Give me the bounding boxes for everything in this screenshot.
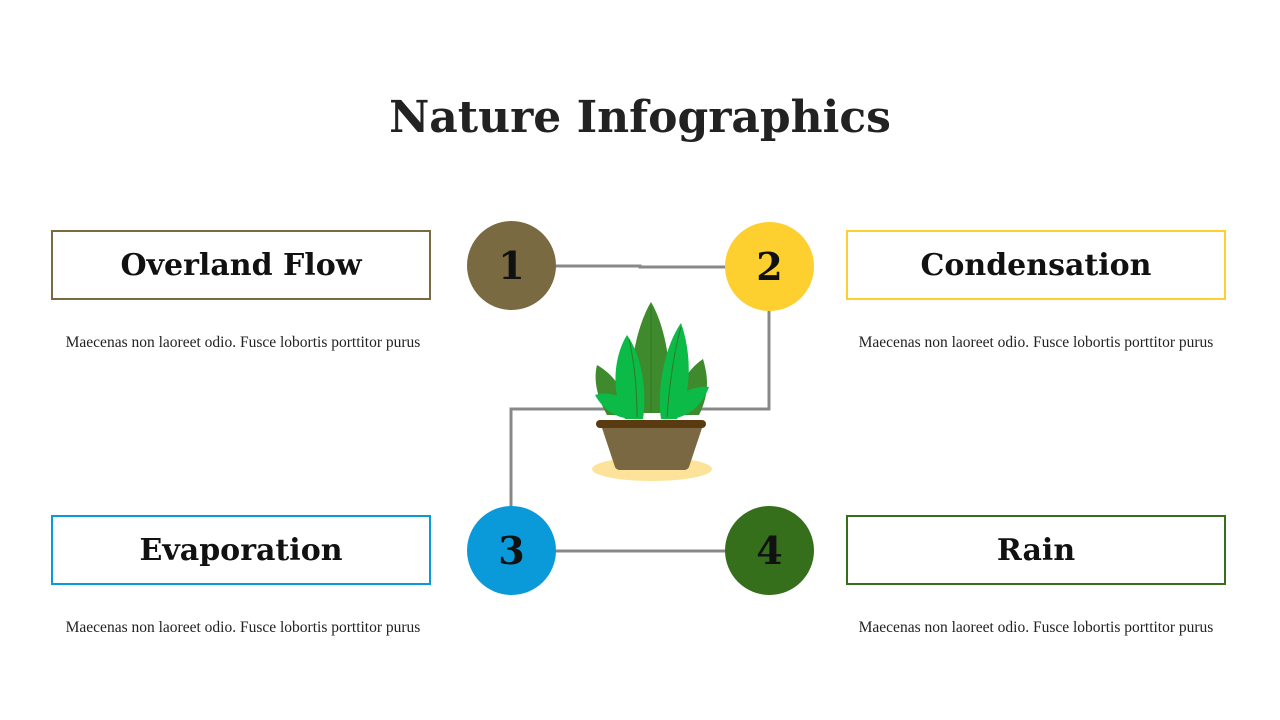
step-3-label-box: Evaporation	[51, 515, 431, 585]
step-2-description: Maecenas non laoreet odio. Fusce loborti…	[858, 334, 1214, 351]
connector-1-2	[555, 264, 726, 269]
step-3-number: 3	[498, 528, 525, 573]
page-title: Nature Infographics	[389, 92, 891, 143]
step-3-circle: 3	[467, 506, 556, 595]
step-1-label: Overland Flow	[120, 247, 362, 283]
step-1-description: Maecenas non laoreet odio. Fusce loborti…	[65, 334, 421, 351]
step-1-label-box: Overland Flow	[51, 230, 431, 300]
step-2-number: 2	[756, 244, 783, 289]
step-2-label-box: Condensation	[846, 230, 1226, 300]
step-1-number: 1	[498, 243, 525, 288]
step-1-circle: 1	[467, 221, 556, 310]
step-3-label: Evaporation	[139, 532, 343, 568]
step-4-number: 4	[756, 528, 783, 573]
step-2-label: Condensation	[920, 247, 1152, 283]
step-4-label: Rain	[996, 532, 1076, 568]
step-2-circle: 2	[725, 222, 814, 311]
potted-plant-icon	[592, 302, 712, 481]
step-3-description: Maecenas non laoreet odio. Fusce loborti…	[65, 619, 421, 636]
step-4-label-box: Rain	[846, 515, 1226, 585]
step-4-description: Maecenas non laoreet odio. Fusce loborti…	[858, 619, 1214, 636]
step-4-circle: 4	[725, 506, 814, 595]
